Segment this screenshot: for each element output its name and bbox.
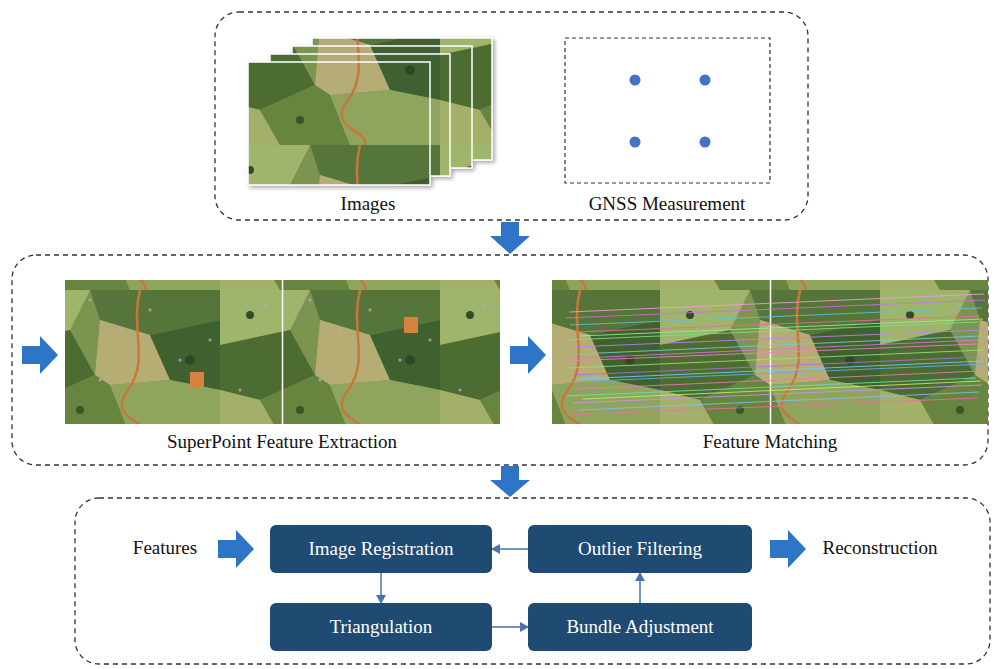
- dashed-frame: [215, 12, 808, 220]
- block-arrow: [218, 530, 254, 568]
- image-divider: [282, 280, 284, 424]
- field-patch: [404, 317, 418, 333]
- block-arrow: [510, 336, 546, 374]
- caption-label: Features: [133, 537, 197, 559]
- box-label: Image Registration: [308, 538, 453, 560]
- block-arrow: [490, 466, 530, 497]
- gnss-frame: [565, 38, 770, 183]
- dashed-frame: [75, 498, 990, 664]
- gnss-point: [630, 137, 641, 148]
- field-patch: [190, 372, 204, 388]
- process-box: Outlier Filtering: [528, 525, 752, 573]
- gnss-point: [700, 75, 711, 86]
- block-arrow: [22, 336, 58, 374]
- block-arrow: [490, 222, 530, 254]
- gnss-point: [630, 75, 641, 86]
- process-box: Bundle Adjustment: [528, 603, 752, 651]
- flow-arrow: [492, 548, 528, 550]
- caption-label: GNSS Measurement: [589, 193, 746, 215]
- box-label: Bundle Adjustment: [566, 616, 713, 638]
- caption-label: Feature Matching: [703, 431, 838, 453]
- block-arrow: [770, 530, 806, 568]
- box-label: Triangulation: [330, 616, 433, 638]
- aerial-image: [65, 280, 282, 424]
- caption-label: Reconstruction: [822, 537, 937, 559]
- box-label: Outlier Filtering: [578, 538, 702, 560]
- aerial-image: [248, 62, 430, 185]
- flow-arrow: [639, 573, 641, 603]
- gnss-point: [700, 137, 711, 148]
- aerial-image: [283, 280, 500, 424]
- match-lines: [565, 294, 985, 415]
- flow-arrow: [380, 573, 382, 603]
- dashed-frame: [12, 255, 988, 465]
- caption-label: Images: [341, 193, 396, 215]
- flow-arrow: [492, 626, 528, 628]
- process-box: Triangulation: [270, 603, 492, 651]
- caption-label: SuperPoint Feature Extraction: [167, 431, 397, 453]
- image-divider: [770, 280, 772, 424]
- process-box: Image Registration: [270, 525, 492, 573]
- keypoints: [89, 299, 487, 392]
- image-stack: [248, 38, 492, 185]
